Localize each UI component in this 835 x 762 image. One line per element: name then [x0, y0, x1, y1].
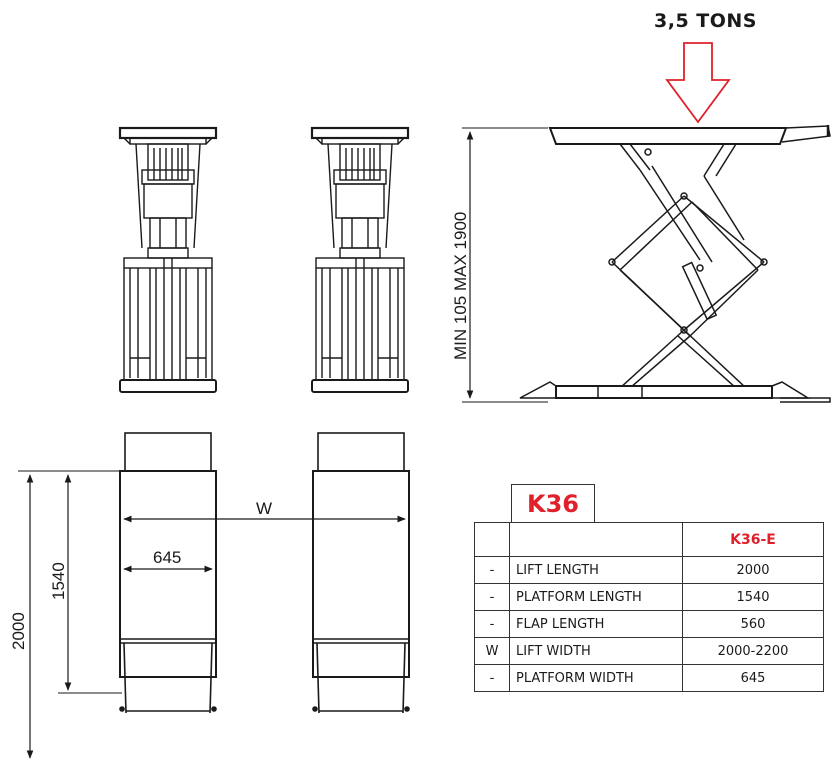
row-value: 2000 — [682, 556, 824, 584]
platform-length-dimension: 1540 — [49, 474, 122, 694]
table-row: - PLATFORM WIDTH 645 — [474, 664, 824, 692]
model-name-tab: K36 — [511, 484, 595, 522]
table-row: W LIFT WIDTH 2000-2200 — [474, 637, 824, 665]
spec-table: K36-E - LIFT LENGTH 2000 - PLATFORM LENG… — [474, 522, 824, 692]
platform-length-label: 1540 — [49, 562, 68, 600]
height-dimension: MIN 105 MAX 1900 — [451, 127, 548, 403]
spec-table-header: K36-E — [474, 522, 824, 557]
header-empty-cell — [474, 522, 510, 557]
table-row: - PLATFORM LENGTH 1540 — [474, 583, 824, 611]
table-row: - LIFT LENGTH 2000 — [474, 556, 824, 584]
row-symbol: - — [474, 583, 510, 611]
table-row: - FLAP LENGTH 560 — [474, 610, 824, 638]
platform-width-label: 645 — [153, 548, 181, 567]
column-header-model: K36-E — [682, 522, 824, 557]
row-label: PLATFORM LENGTH — [509, 583, 683, 611]
front-view-right — [310, 126, 410, 394]
row-value: 2000-2200 — [682, 637, 824, 665]
row-value: 560 — [682, 610, 824, 638]
row-label: FLAP LENGTH — [509, 610, 683, 638]
row-value: 1540 — [682, 583, 824, 611]
top-view-right — [312, 432, 410, 714]
side-elevation — [519, 125, 831, 403]
front-view-left — [118, 126, 218, 394]
row-symbol: - — [474, 556, 510, 584]
load-arrow-icon — [665, 42, 731, 124]
lift-width-dimension: W — [123, 499, 406, 523]
row-symbol: - — [474, 610, 510, 638]
load-capacity-label: 3,5 TONS — [654, 10, 757, 32]
top-view-left — [119, 432, 217, 714]
row-value: 645 — [682, 664, 824, 692]
lift-width-symbol: W — [256, 499, 272, 518]
header-empty-cell — [509, 522, 683, 557]
lift-length-dimension: 2000 — [9, 470, 166, 759]
row-label: PLATFORM WIDTH — [509, 664, 683, 692]
lift-length-label: 2000 — [9, 612, 28, 650]
row-symbol: W — [474, 637, 510, 665]
row-symbol: - — [474, 664, 510, 692]
platform-width-dimension: 645 — [123, 548, 213, 573]
row-label: LIFT WIDTH — [509, 637, 683, 665]
height-dimension-label: MIN 105 MAX 1900 — [451, 212, 470, 360]
row-label: LIFT LENGTH — [509, 556, 683, 584]
